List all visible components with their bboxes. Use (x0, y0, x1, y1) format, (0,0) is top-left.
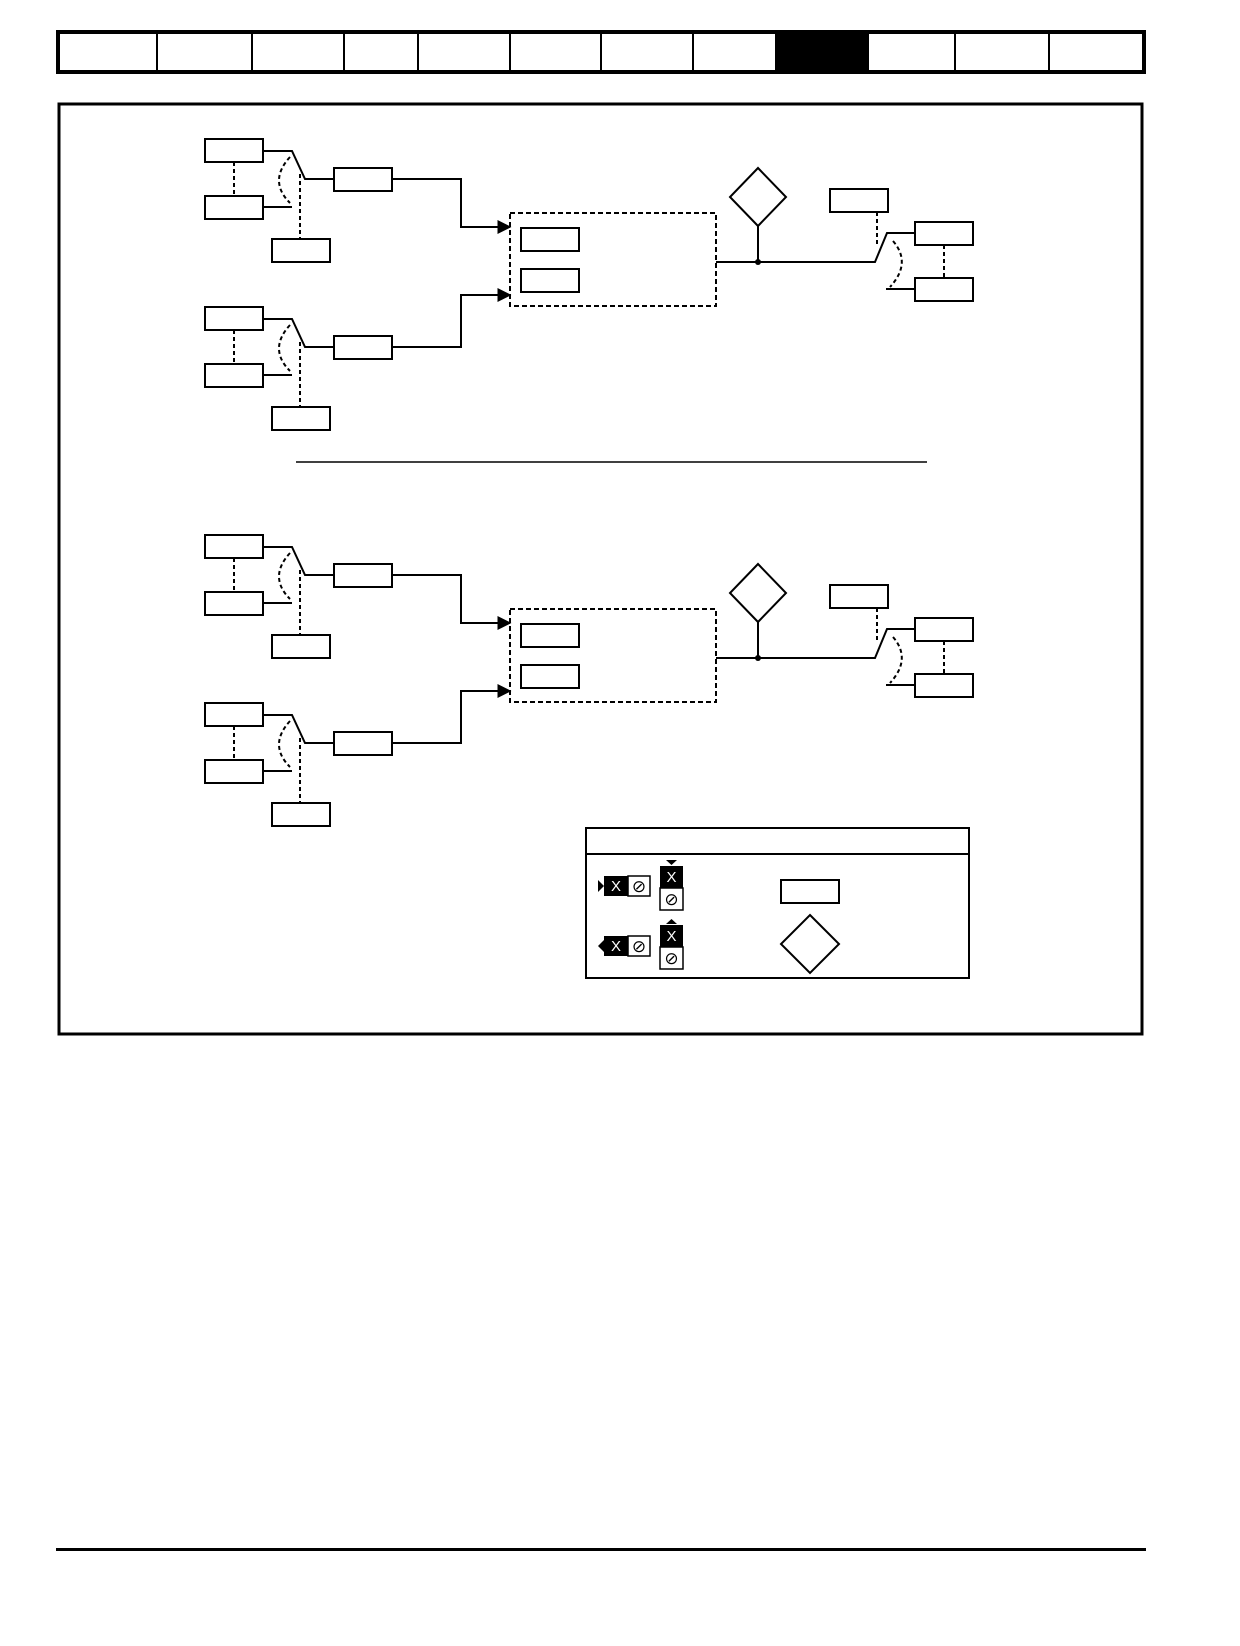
output-terminal-vertical-icon: X⊘ (659, 919, 684, 970)
source-parameter-box (204, 591, 264, 616)
upper-block-diagram (204, 138, 974, 431)
svg-text:⊘: ⊘ (632, 937, 646, 957)
svg-text:X: X (666, 928, 676, 945)
svg-text:X: X (666, 869, 676, 886)
input-terminal-vertical-icon: X⊘ (659, 860, 684, 911)
svg-text:⊘: ⊘ (664, 890, 678, 910)
diamond-indicator (728, 562, 788, 624)
output-control-box (829, 188, 889, 213)
section-tab[interactable] (511, 34, 602, 70)
source-parameter-box (204, 702, 264, 727)
destination-parameter-box (914, 673, 974, 698)
selected-parameter-box (333, 335, 393, 360)
selector-switch-arm (263, 150, 334, 180)
output-control-box (829, 584, 889, 609)
section-tab[interactable] (419, 34, 511, 70)
footer-rule (56, 1548, 1146, 1551)
diamond-indicator (728, 166, 788, 228)
section-tab[interactable] (602, 34, 694, 70)
selector-control-box (271, 406, 331, 431)
function-block (509, 212, 717, 307)
source-parameter-box (204, 138, 264, 163)
svg-text:X: X (611, 938, 621, 955)
legend-key: X⊘X⊘X⊘X⊘ (585, 827, 970, 979)
section-tab[interactable] (60, 34, 158, 70)
section-tab[interactable] (869, 34, 956, 70)
destination-parameter-box (914, 617, 974, 642)
signal-arrow (392, 574, 512, 630)
diamond-icon (779, 913, 841, 975)
svg-text:⊘: ⊘ (632, 877, 646, 897)
input-terminal-icon: X⊘ (598, 875, 651, 897)
selected-parameter-box (333, 731, 393, 756)
selector-arc (278, 324, 291, 372)
signal-arrow (392, 684, 512, 744)
source-parameter-box (204, 306, 264, 331)
selector-arc (278, 720, 291, 768)
output-switch-arm (860, 628, 915, 659)
section-tab[interactable] (345, 34, 419, 70)
selector-control-box (271, 238, 331, 263)
output-terminal-icon: X⊘ (598, 935, 651, 957)
source-parameter-box (204, 534, 264, 559)
function-block (509, 608, 717, 703)
selector-switch-arm (263, 546, 334, 576)
selector-switch-arm (263, 714, 334, 744)
signal-arrow (392, 288, 512, 348)
section-tab[interactable] (956, 34, 1050, 70)
selector-control-box (271, 634, 331, 659)
parameter-box-icon (780, 879, 840, 904)
function-parameter-box (520, 623, 580, 648)
svg-text:⊘: ⊘ (664, 949, 678, 969)
diagram-frame (57, 102, 1144, 1036)
signal-arrow (392, 178, 512, 234)
source-parameter-box (204, 363, 264, 388)
selector-arc (278, 156, 291, 204)
section-tab[interactable] (158, 34, 253, 70)
svg-text:X: X (611, 878, 621, 895)
section-tab[interactable] (253, 34, 345, 70)
lower-block-diagram (204, 534, 974, 827)
selector-arc (278, 552, 291, 600)
source-parameter-box (204, 759, 264, 784)
function-parameter-box (520, 268, 580, 293)
output-arc (889, 636, 903, 684)
selector-control-box (271, 802, 331, 827)
selected-parameter-box (333, 563, 393, 588)
source-parameter-box (204, 195, 264, 220)
legend-frame (585, 827, 970, 979)
section-tab-active[interactable] (777, 34, 869, 70)
section-tab[interactable] (694, 34, 777, 70)
output-switch-arm (860, 232, 915, 263)
function-parameter-box (520, 227, 580, 252)
selector-switch-arm (263, 318, 334, 348)
function-parameter-box (520, 664, 580, 689)
destination-parameter-box (914, 221, 974, 246)
destination-parameter-box (914, 277, 974, 302)
selected-parameter-box (333, 167, 393, 192)
section-tab-bar (56, 30, 1146, 74)
output-arc (889, 240, 903, 288)
